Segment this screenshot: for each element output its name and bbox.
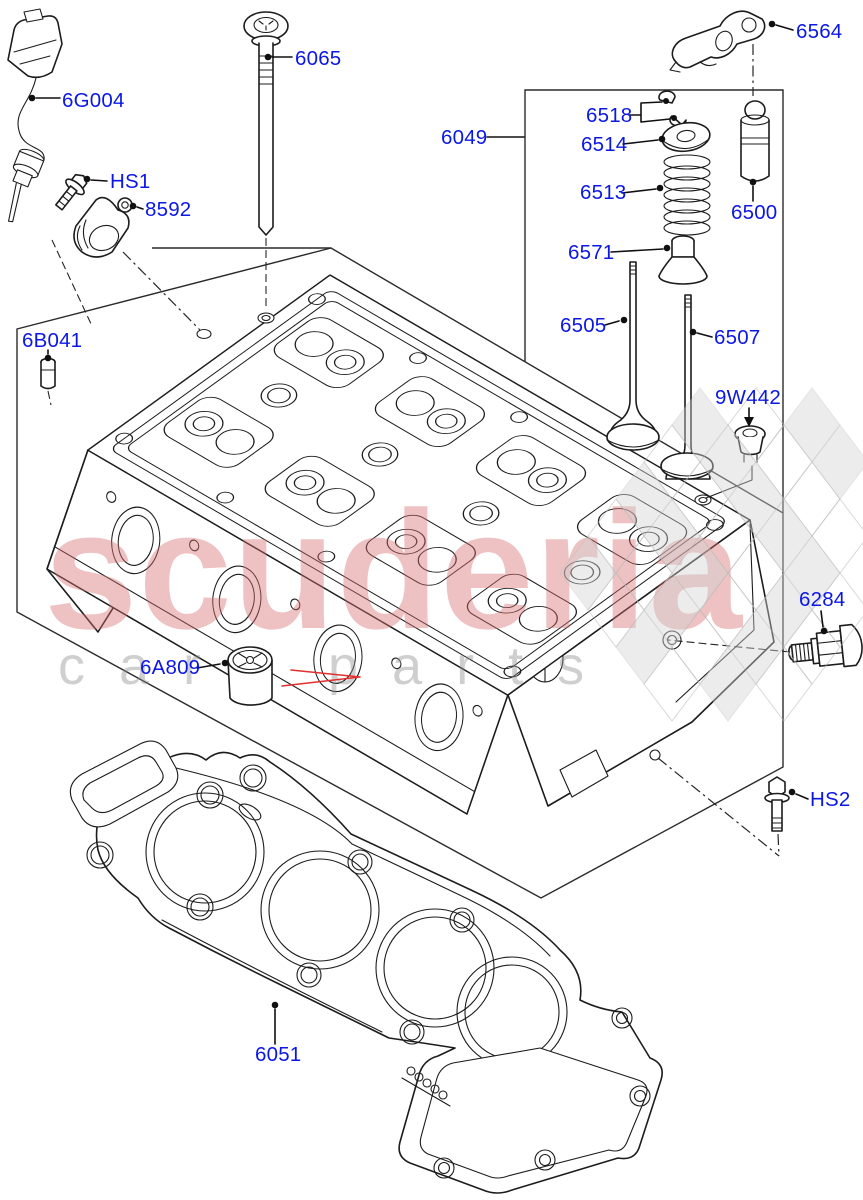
valve-spring-6513 (663, 154, 711, 236)
rocker-arm-6564 (669, 10, 766, 96)
spring-retainer-6514 (661, 121, 711, 153)
cylinder-head-drawing (46, 274, 775, 815)
watermark: scuderia car parts (44, 387, 863, 722)
callout-8592[interactable]: 8592 (145, 198, 191, 221)
callout-6518[interactable]: 6518 (586, 104, 632, 127)
cup-plug-6a809 (227, 646, 273, 706)
bolt-hs2 (764, 776, 790, 832)
callout-6b041[interactable]: 6B041 (22, 329, 82, 352)
callout-hs2[interactable]: HS2 (810, 788, 850, 811)
callout-6571[interactable]: 6571 (568, 241, 614, 264)
callout-9w442[interactable]: 9W442 (715, 386, 781, 409)
diagram-frame (16, 89, 784, 899)
lash-adjuster-6500 (740, 100, 770, 182)
callout-6065[interactable]: 6065 (295, 47, 341, 70)
callout-hs1[interactable]: HS1 (110, 170, 150, 193)
watermark-brand: scuderia (44, 476, 744, 664)
dowel-6b041 (40, 357, 56, 406)
callout-6507[interactable]: 6507 (714, 326, 760, 349)
watermark-checker-pattern (559, 387, 863, 722)
crankshaft-sensor-8592 (73, 196, 201, 331)
head-gasket-drawing (69, 740, 663, 1194)
callout-6505[interactable]: 6505 (560, 314, 606, 337)
callout-6284[interactable]: 6284 (799, 588, 845, 611)
intake-valve-6505 (606, 261, 660, 451)
valve-collets-6518 (658, 90, 687, 127)
callout-6g004[interactable]: 6G004 (62, 89, 125, 112)
callout-6514[interactable]: 6514 (581, 133, 627, 156)
oil-control-solenoid-6284 (788, 623, 863, 668)
camshaft-sensor-6g004 (7, 8, 93, 327)
callout-6049[interactable]: 6049 (441, 126, 487, 149)
watermark-tagline: car parts (58, 636, 618, 696)
callout-6513[interactable]: 6513 (580, 181, 626, 204)
callout-6a809[interactable]: 6A809 (140, 656, 200, 679)
callout-6051[interactable]: 6051 (255, 1043, 301, 1066)
callout-6500[interactable]: 6500 (731, 201, 777, 224)
callout-6564[interactable]: 6564 (796, 20, 842, 43)
valve-stem-seal-6571 (658, 235, 708, 285)
callouts: 6G004 HS1 8592 6B041 6065 6049 6518 6514… (22, 20, 850, 1066)
note-arrows (281, 669, 361, 687)
bolt-hs1 (55, 173, 88, 211)
leader-lines (28, 20, 828, 1045)
hs2-install-line (657, 757, 780, 857)
head-bolt-6065 (243, 11, 289, 310)
